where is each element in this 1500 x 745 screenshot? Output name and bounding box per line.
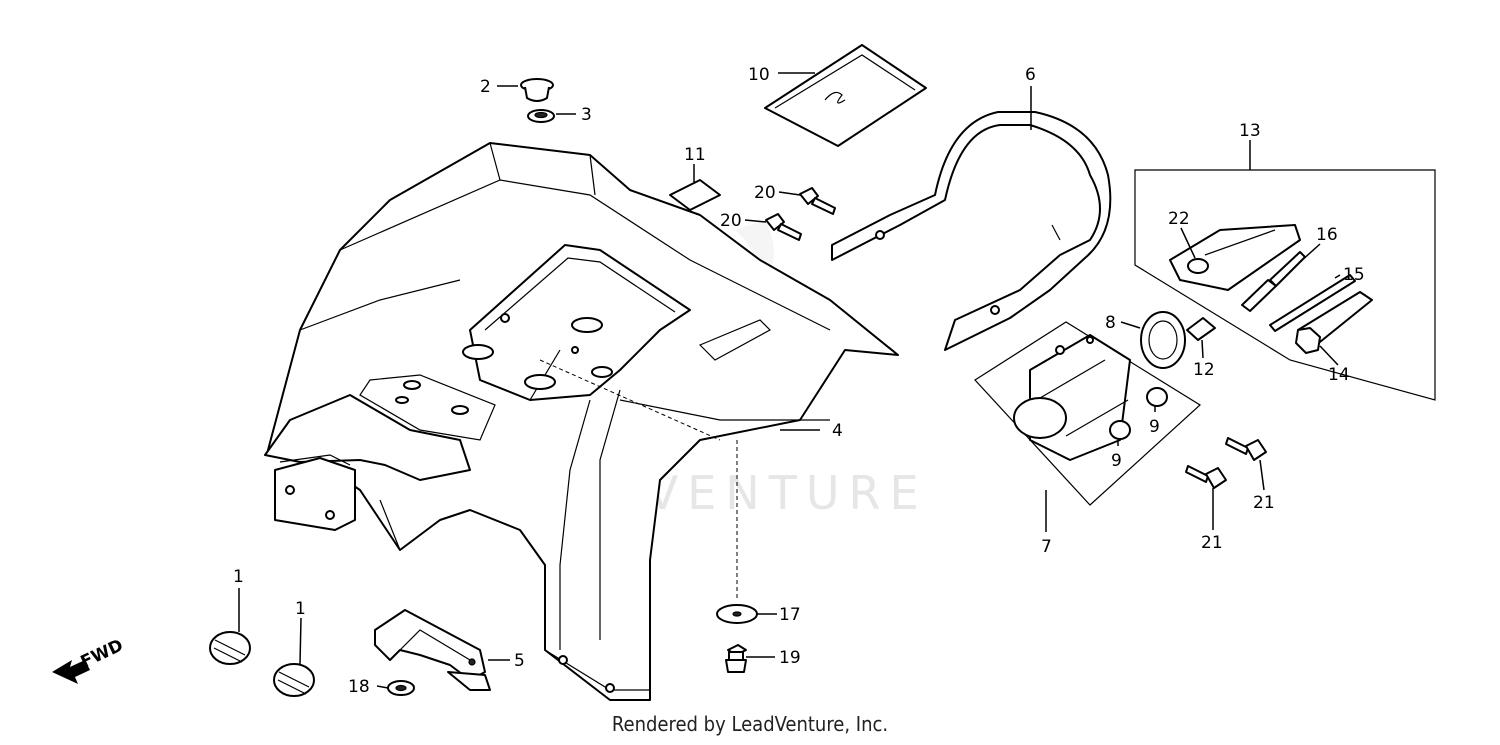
label-part-12[interactable] [1186,317,1216,341]
callout-15[interactable]: 15 [1343,265,1365,285]
bolt-part-20-lower[interactable] [765,213,802,241]
callout-labels: 2 3 10 11 20 20 6 13 22 16 15 14 8 12 9 … [233,65,1365,697]
callout-20-upper[interactable]: 20 [754,183,776,203]
callout-13[interactable]: 13 [1239,121,1261,141]
grommet-part-18[interactable] [387,680,415,696]
bolt-part-19[interactable] [725,644,747,673]
bolt-part-21-left[interactable] [1185,465,1227,489]
callout-21-left[interactable]: 21 [1201,533,1223,553]
callout-8[interactable]: 8 [1105,313,1116,333]
callout-9-right[interactable]: 9 [1149,417,1160,437]
callout-4[interactable]: 4 [832,421,843,441]
callout-1-right[interactable]: 1 [295,599,306,619]
cushion-part-1-left[interactable] [209,631,251,665]
taillight-part-7[interactable] [1013,334,1131,461]
rear-fender-part-4[interactable] [264,142,899,701]
callout-16[interactable]: 16 [1316,225,1338,245]
forward-arrow-icon [52,660,90,684]
bolt-part-21-right[interactable] [1225,437,1267,461]
leader-lines [238,72,1341,689]
callout-7[interactable]: 7 [1041,537,1052,557]
collar-part-3[interactable] [527,109,555,123]
bracket-part-5[interactable] [374,609,491,691]
callout-9-left[interactable]: 9 [1111,451,1122,471]
socket-part-9-left[interactable] [1109,420,1131,440]
washer-part-17[interactable] [716,604,758,624]
label-part-11[interactable] [669,179,721,211]
callout-10[interactable]: 10 [748,65,770,85]
forward-label: FWD [78,636,127,673]
callout-2[interactable]: 2 [480,77,491,97]
toolkit-frame-13 [1134,169,1436,401]
callout-21-right[interactable]: 21 [1253,493,1275,513]
footer-credit: Rendered by LeadVenture, Inc. [611,712,889,736]
callout-17[interactable]: 17 [779,605,801,625]
callout-6[interactable]: 6 [1025,65,1036,85]
document-bag-part-10[interactable] [764,44,927,147]
callout-1-left[interactable]: 1 [233,567,244,587]
assembly-frame-7 [974,321,1201,506]
callout-14[interactable]: 14 [1328,365,1350,385]
grommet-part-2[interactable] [520,78,554,102]
callout-19[interactable]: 19 [779,648,801,668]
callout-11[interactable]: 11 [684,145,706,165]
cushion-part-1-right[interactable] [273,663,315,697]
callout-20-lower[interactable]: 20 [720,211,742,231]
grab-rail-part-6[interactable] [831,111,1112,351]
bolt-part-20-upper[interactable] [799,187,836,215]
callout-18[interactable]: 18 [348,677,370,697]
box-wrench-part-14[interactable] [1295,291,1373,354]
tool-bag-part-22[interactable] [1169,224,1301,291]
socket-part-9-right[interactable] [1146,387,1168,407]
callout-12[interactable]: 12 [1193,360,1215,380]
callout-5[interactable]: 5 [514,651,525,671]
callout-3[interactable]: 3 [581,105,592,125]
callout-22[interactable]: 22 [1168,209,1190,229]
lens-ring-part-8[interactable] [1140,311,1186,369]
handle-part-15[interactable] [1269,274,1356,332]
